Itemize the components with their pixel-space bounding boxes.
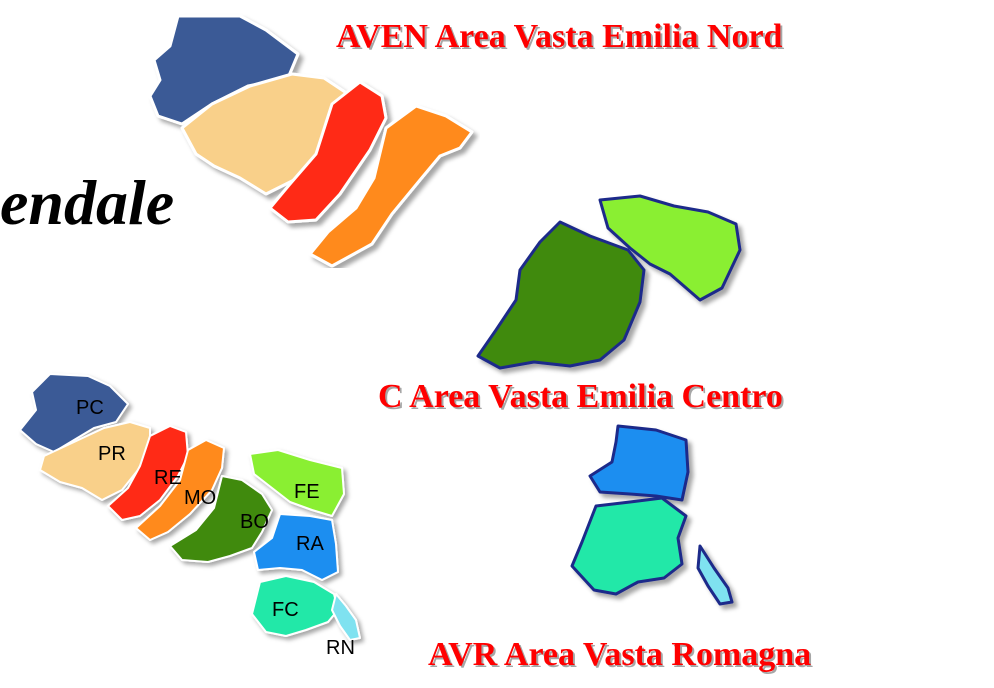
province-mo: [135, 439, 225, 541]
province-fc: [251, 575, 339, 637]
province-pr: [39, 421, 151, 501]
title-area-vasta-romagna: AVR Area Vasta Romagna: [428, 636, 812, 673]
region-fe-centro: [598, 194, 742, 302]
title-area-vasta-emilia-centro: C Area Vasta Emilia Centro: [378, 378, 783, 415]
region-rn-romagna: [696, 544, 734, 606]
map-avec: [476, 194, 742, 370]
region-re-nord: [268, 80, 388, 224]
region-fc-romagna: [570, 496, 688, 596]
region-bo-centro: [476, 220, 646, 370]
province-ra: [253, 513, 339, 581]
label-bo: BO: [240, 511, 269, 533]
province-bo: [169, 475, 273, 563]
label-pr: PR: [98, 443, 126, 465]
label-ra: RA: [296, 533, 324, 555]
province-rn: [331, 593, 361, 641]
map-aven: [148, 14, 474, 268]
label-re: RE: [154, 467, 182, 489]
region-pc-nord: [148, 14, 300, 126]
label-mo: MO: [184, 487, 216, 509]
map-provinces: PC PR RE MO BO FE RA FC RN: [19, 373, 361, 659]
province-re: [107, 425, 189, 521]
province-fe: [249, 449, 345, 517]
map-avr: [570, 424, 734, 606]
label-pc: PC: [76, 397, 104, 419]
label-rn: RN: [326, 637, 355, 659]
title-area-vasta-emilia-nord: AVEN Area Vasta Emilia Nord: [336, 18, 783, 55]
region-ra-romagna: [588, 424, 690, 502]
region-mo-nord: [308, 104, 474, 268]
label-fe: FE: [294, 481, 320, 503]
side-title-fragment: endale: [0, 167, 175, 238]
province-pc: [19, 373, 129, 453]
label-fc: FC: [272, 599, 299, 621]
